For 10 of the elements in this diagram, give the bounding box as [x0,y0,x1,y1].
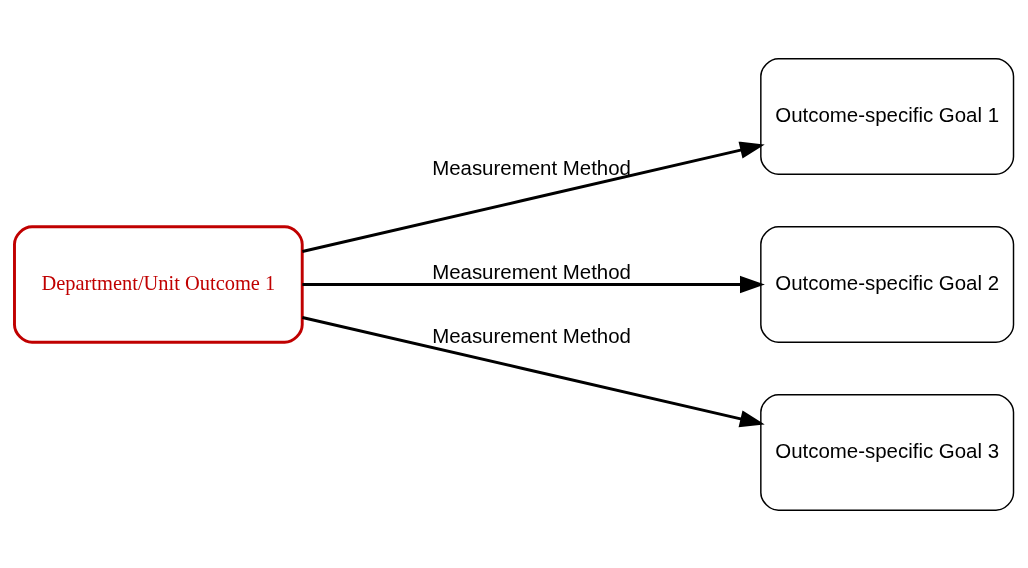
node-box: Department/Unit Outcome 1 [13,224,304,344]
edge-label: Measurement Method [432,259,631,283]
arrow [302,315,765,427]
arrow [302,141,765,253]
node-box: Outcome-specific Goal 1 [760,57,1015,175]
edge-label: Measurement Method [432,155,631,179]
edge-label: Measurement Method [432,323,631,347]
node-box: Outcome-specific Goal 2 [760,225,1015,343]
node-box: Outcome-specific Goal 3 [760,393,1015,511]
arrow [302,275,765,293]
